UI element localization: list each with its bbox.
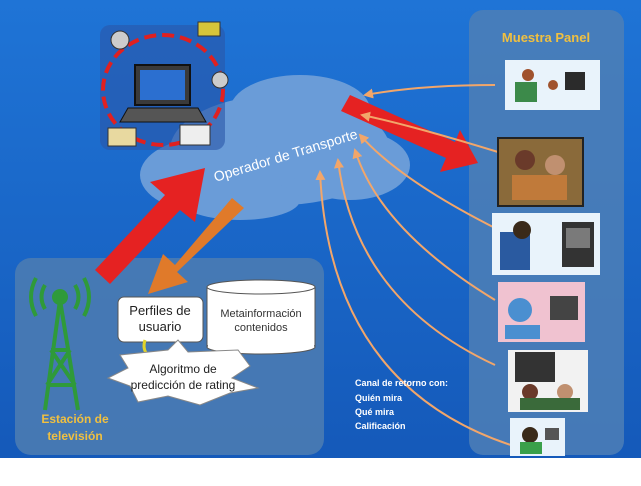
station-label-line1: Estación de (41, 412, 109, 426)
return-channel-title: Canal de retorno con: (355, 378, 448, 388)
network-illustration (100, 21, 229, 150)
algorithm-line1: Algoritmo de (149, 362, 217, 376)
profiles-box (117, 296, 204, 343)
profiles-line1: Perfiles de (129, 303, 190, 318)
return-channel-item-1: Quién mira (355, 393, 403, 403)
red-arrow-right (341, 95, 478, 172)
profiles-line2: usuario (139, 319, 182, 334)
algorithm-star (106, 339, 260, 406)
panel-image-viewer (498, 282, 585, 342)
panel-image-man-tv (492, 213, 600, 275)
metainfo-line2: contenidos (234, 322, 288, 334)
red-arrow-up (95, 168, 205, 284)
panel-image-gaming (508, 350, 588, 412)
return-arrows (315, 84, 521, 449)
metainfo-line1: Metainformación (220, 308, 301, 320)
bottom-strip (0, 458, 641, 481)
panel-image-family (505, 60, 600, 110)
orange-arrow-down (148, 198, 244, 294)
panel-image-couple (497, 137, 584, 207)
return-channel-item-3: Calificación (355, 421, 406, 431)
panel-title: Muestra Panel (502, 30, 590, 45)
panel-image-kids (510, 418, 565, 456)
station-label-line2: televisión (47, 429, 102, 443)
algorithm-line2: predicción de rating (131, 378, 236, 392)
tower-icon (29, 277, 91, 411)
return-channel-item-2: Qué mira (355, 407, 395, 417)
metainfo-database (206, 279, 316, 355)
